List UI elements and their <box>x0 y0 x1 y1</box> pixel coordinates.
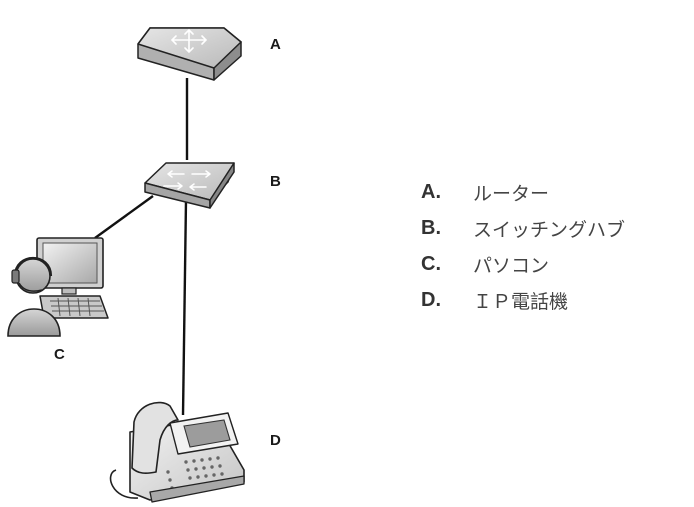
legend-text: ルーター <box>473 182 550 205</box>
link-hub-phone <box>181 199 188 416</box>
ip-phone-label: D <box>270 432 281 449</box>
pc-with-headset-user-icon <box>7 237 109 337</box>
legend-key: A. <box>421 180 441 203</box>
legend-item-pc: C. パソコン <box>421 246 625 282</box>
legend-key: C. <box>421 252 441 275</box>
pc-label: C <box>54 346 65 363</box>
legend: A. ルーター B. スイッチングハブ C. パソコン D. ＩＰ電話機 <box>421 174 625 318</box>
legend-text: スイッチングハブ <box>473 218 626 241</box>
legend-item-switching-hub: B. スイッチングハブ <box>421 210 625 246</box>
legend-key: D. <box>421 288 441 311</box>
ip-phone-icon <box>109 401 245 503</box>
legend-key: B. <box>421 216 441 239</box>
legend-item-router: A. ルーター <box>421 174 625 210</box>
legend-text: パソコン <box>473 254 550 277</box>
switching-hub-icon <box>144 162 235 209</box>
link-hub-pc <box>94 195 154 239</box>
router-icon <box>137 27 242 81</box>
legend-item-ip-phone: D. ＩＰ電話機 <box>421 282 625 318</box>
legend-text: ＩＰ電話機 <box>473 290 569 313</box>
router-label: A <box>270 36 281 53</box>
switching-hub-label: B <box>270 173 281 190</box>
